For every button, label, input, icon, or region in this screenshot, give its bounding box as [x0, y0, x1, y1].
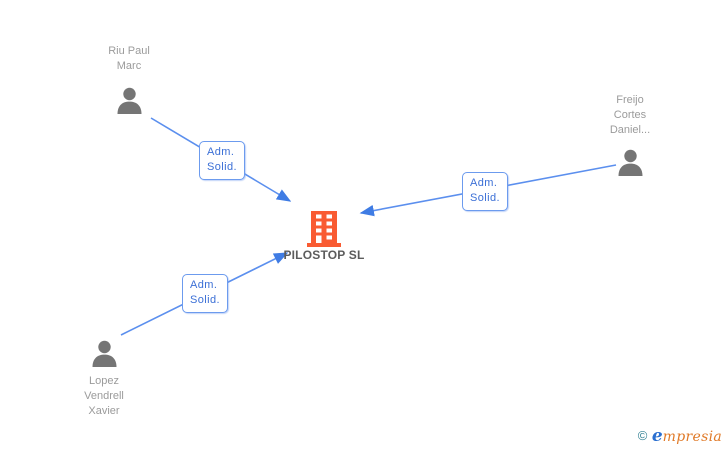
- brand-initial: e: [651, 426, 663, 446]
- person-name: Riu Paul Marc: [108, 44, 150, 74]
- person-node-lopez-vendrell-xavier[interactable]: Lopez Vendrell Xavier: [44, 340, 164, 419]
- person-icon: [618, 149, 642, 176]
- edge-label-line: Solid.: [470, 192, 500, 204]
- person-name-line: Xavier: [88, 405, 120, 417]
- company-name: PILOSTOP SL: [283, 248, 365, 262]
- edge-label-adm-solid[interactable]: Adm. Solid.: [199, 141, 245, 180]
- edge-label-adm-solid[interactable]: Adm. Solid.: [182, 274, 228, 313]
- edge-label-adm-solid[interactable]: Adm. Solid.: [462, 172, 508, 211]
- edge-label-line: Adm.: [207, 146, 235, 158]
- edge-label-line: Solid.: [190, 294, 220, 306]
- edge-label-line: Adm.: [470, 177, 498, 189]
- person-name-line: Daniel...: [609, 124, 651, 136]
- person-name: Freijo Cortes Daniel...: [610, 93, 650, 138]
- person-icon: [117, 87, 141, 114]
- copyright-symbol: ©: [637, 428, 648, 443]
- person-node-riu-paul-marc[interactable]: Riu Paul Marc: [69, 44, 189, 114]
- person-name: Lopez Vendrell Xavier: [84, 374, 124, 419]
- person-icon: [92, 340, 116, 367]
- person-node-freijo-cortes-daniel[interactable]: Freijo Cortes Daniel...: [570, 93, 690, 176]
- empresia-watermark-logo: © empresia: [638, 426, 722, 446]
- brand-rest: mpresia: [662, 429, 722, 445]
- person-name-line: Cortes: [613, 109, 647, 121]
- person-name-line: Lopez: [89, 375, 119, 387]
- person-name-line: Freijo: [616, 94, 644, 106]
- person-name-line: Vendrell: [84, 390, 124, 402]
- edge-label-line: Solid.: [207, 161, 237, 173]
- company-node-pilostop-sl[interactable]: PILOSTOP SL: [244, 211, 404, 262]
- person-name-line: Marc: [116, 60, 142, 72]
- building-icon: [307, 211, 341, 247]
- person-name-line: Riu Paul: [108, 45, 150, 57]
- edge-label-line: Adm.: [190, 279, 218, 291]
